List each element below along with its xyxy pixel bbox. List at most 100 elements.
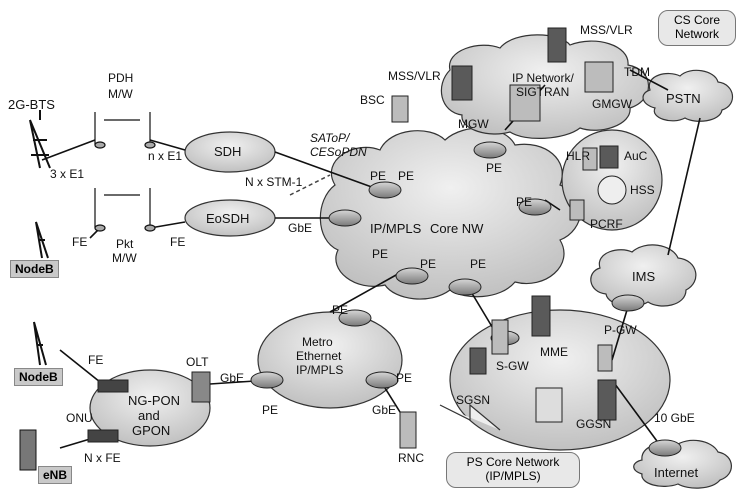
- ims-label: IMS: [632, 269, 656, 284]
- pkt-label: Pkt: [116, 237, 134, 251]
- nodeb-tower-bottom-icon: [33, 321, 47, 366]
- ip-mpls-label: IP/MPLS: [370, 221, 422, 236]
- bts-label: 2G-BTS: [8, 97, 55, 112]
- switch-box-icon: [535, 387, 563, 423]
- ggsn-label: GGSN: [576, 417, 612, 431]
- satop-label: SAToP/: [310, 131, 350, 145]
- rnc-server-icon: [399, 411, 417, 449]
- nodeb-tower-top-icon: [35, 221, 49, 259]
- pe-label: PE: [470, 257, 487, 271]
- bts-tower-icon: [29, 110, 51, 169]
- pstn-cloud: [642, 69, 733, 122]
- pkt-mw-label: M/W: [112, 251, 137, 265]
- ip-network-label: IP Network/: [512, 71, 574, 85]
- pe-label: PE: [372, 247, 389, 261]
- core-nw-cloud: [319, 127, 582, 300]
- mgw-label: MGW: [458, 117, 489, 131]
- cs-core-callout: CS Core Network: [658, 10, 736, 46]
- hlr-label: HLR: [566, 149, 591, 163]
- gmgw-label: GMGW: [592, 97, 632, 111]
- ims-cloud: [590, 244, 697, 307]
- metro-label: Metro: [302, 335, 333, 349]
- ggsn-server-icon: [597, 379, 617, 421]
- internet-router-icon: [648, 439, 682, 457]
- pdh-mw-icon: [94, 112, 156, 149]
- enb-tower-icon: [19, 429, 37, 471]
- pe-router-icon: [328, 209, 362, 227]
- sgsn-label: SGSN: [456, 393, 491, 407]
- stm1-label: N x STM-1: [245, 175, 303, 189]
- gbe-label: GbE: [372, 403, 397, 417]
- internet-label: Internet: [654, 465, 699, 480]
- cs-core-network-label: Network: [674, 26, 719, 41]
- auc-server-icon: [599, 145, 619, 169]
- bsc-label: BSC: [360, 93, 385, 107]
- cs-core-label: CS Core: [673, 13, 720, 27]
- tdm-label: TDM: [624, 65, 650, 79]
- ps-core-callout: PS Core Network (IP/MPLS): [446, 452, 580, 488]
- ten-gbe-label: 10 GbE: [654, 411, 695, 425]
- pe-label: PE: [486, 161, 503, 175]
- pe-router-icon: [395, 267, 429, 285]
- pe-label: PE: [262, 403, 279, 417]
- metro-ipmpls-label: IP/MPLS: [296, 363, 344, 377]
- olt-label: OLT: [186, 355, 209, 369]
- ps-core-label: PS Core Network: [466, 455, 560, 469]
- pdh-label: PDH: [108, 71, 134, 85]
- e1-3x-label: 3 x E1: [50, 167, 85, 181]
- pdh-mw-label: M/W: [108, 87, 133, 101]
- pgw-server-icon: [597, 344, 613, 372]
- mss-left-server-icon: [451, 65, 473, 101]
- pe-label: PE: [420, 257, 437, 271]
- ngpon-and-label: and: [138, 408, 160, 423]
- pcrf-server-icon: [569, 199, 585, 221]
- hlr-server-icon: [582, 147, 598, 171]
- pgw-router-icon: [611, 294, 645, 312]
- auc-label: AuC: [624, 149, 648, 163]
- mme-label: MME: [540, 345, 568, 359]
- hss-label: HSS: [630, 183, 655, 197]
- fe-label: FE: [88, 353, 104, 367]
- pe-label: PE: [332, 303, 349, 317]
- mss-vlr-top-label: MSS/VLR: [580, 23, 633, 37]
- eosdh-label: EoSDH: [206, 211, 250, 226]
- nodeb-badge: NodeB: [14, 368, 63, 386]
- onu-device-bottom-icon: [87, 429, 119, 443]
- onu-device-top-icon: [97, 379, 129, 393]
- gpon-label: GPON: [132, 423, 171, 438]
- rnc-label: RNC: [398, 451, 424, 465]
- mgw-server-icon: [509, 84, 541, 122]
- metro-ethernet-label: Ethernet: [296, 349, 342, 363]
- enb-badge: eNB: [38, 466, 73, 484]
- fe-label: FE: [170, 235, 186, 249]
- mme-server-icon: [531, 295, 551, 337]
- pe-label: PE: [396, 371, 413, 385]
- pe-label: PE: [370, 169, 387, 183]
- gmgw-server-icon: [584, 61, 614, 93]
- pcrf-label: PCRF: [590, 217, 623, 231]
- pe-router-icon: [365, 371, 399, 389]
- n-e1-label: n x E1: [148, 149, 183, 163]
- hss-database-icon: [597, 175, 627, 205]
- gbe-label: GbE: [220, 371, 245, 385]
- ip-network-cloud: [440, 34, 650, 139]
- pe-router-icon: [518, 198, 552, 216]
- gbe-label: GbE: [288, 221, 313, 235]
- ps-core-cloud: [449, 309, 671, 451]
- pe-router-icon: [338, 309, 372, 327]
- pe-label: PE: [398, 169, 415, 183]
- pe-label: PE: [516, 195, 533, 209]
- pe-router-icon: [250, 371, 284, 389]
- mss-vlr-left-label: MSS/VLR: [388, 69, 441, 83]
- mss-top-server-icon: [547, 27, 567, 63]
- core-nw-label: Core NW: [430, 221, 484, 236]
- ngpon-label: NG-PON: [128, 393, 180, 408]
- ps-core-ipmpls-label: (IP/MPLS): [485, 468, 541, 483]
- nodeb-badge: NodeB: [10, 260, 59, 278]
- sigtran-label: SIGTRAN: [516, 85, 570, 99]
- sgw-server-icon: [491, 319, 509, 355]
- pkt-mw-icon: [94, 188, 156, 232]
- olt-device-icon: [191, 371, 211, 403]
